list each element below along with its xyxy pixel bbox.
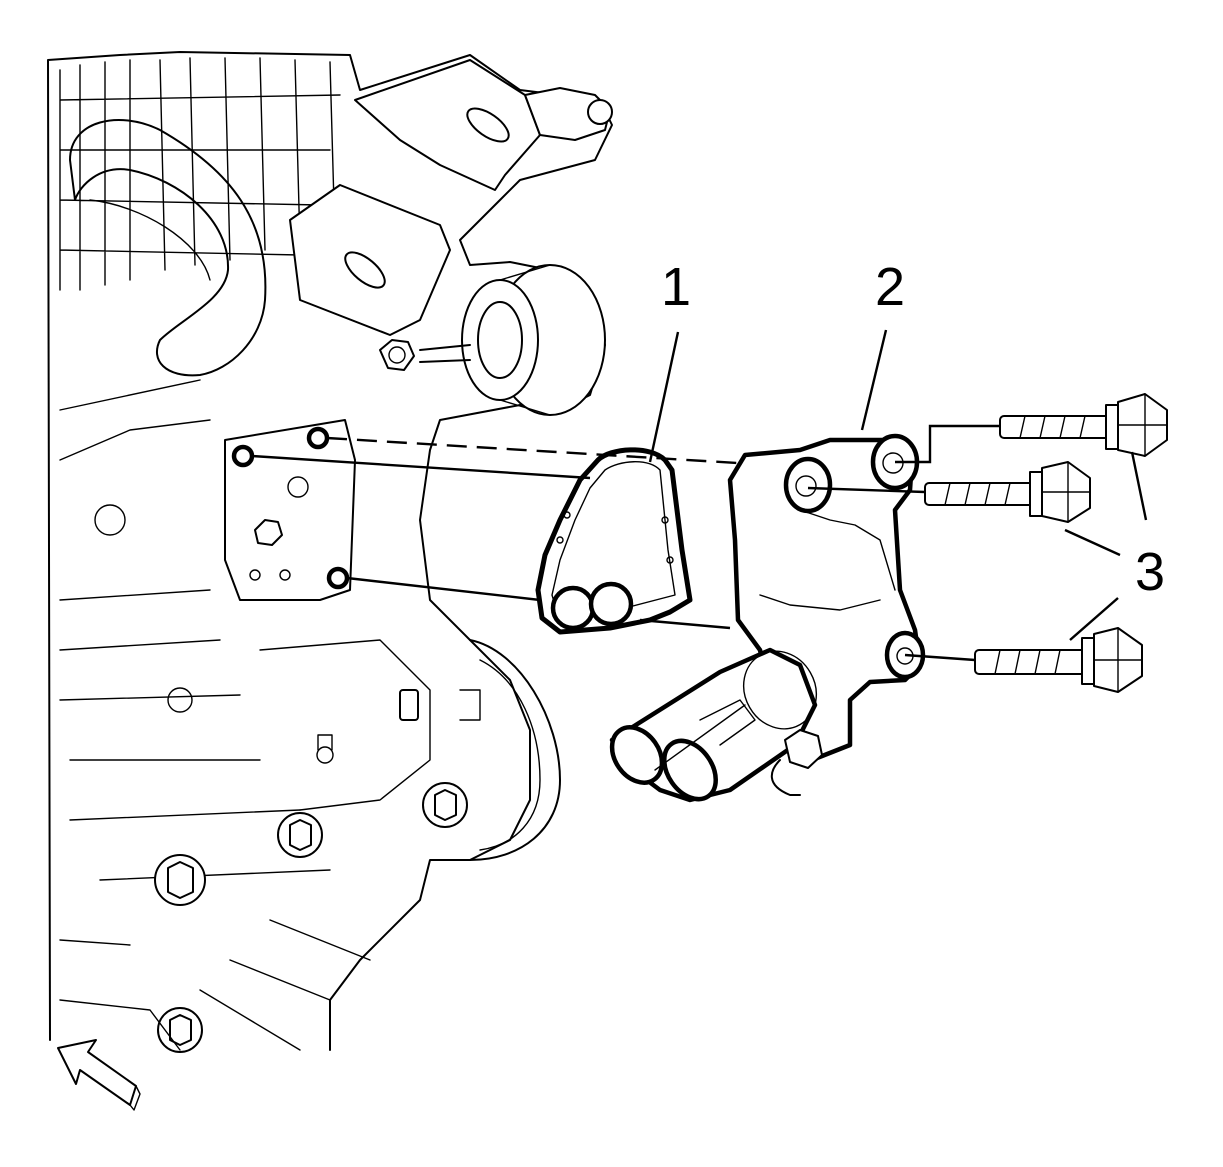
alignment-lines [231,426,771,630]
bracket-with-solenoid [609,433,926,803]
bolt-lower [974,627,1143,693]
view-direction-arrow-icon [57,1039,141,1111]
callout-label-1: 1 [661,257,691,317]
bolt-middle [924,461,1091,523]
engine-block [47,51,613,1053]
callout-label-3: 3 [1135,542,1165,602]
bolts [807,393,1168,693]
gasket [535,447,693,635]
callout-leaders [648,329,1148,641]
callout-label-2: 2 [875,257,905,317]
bolt-upper [999,393,1168,457]
